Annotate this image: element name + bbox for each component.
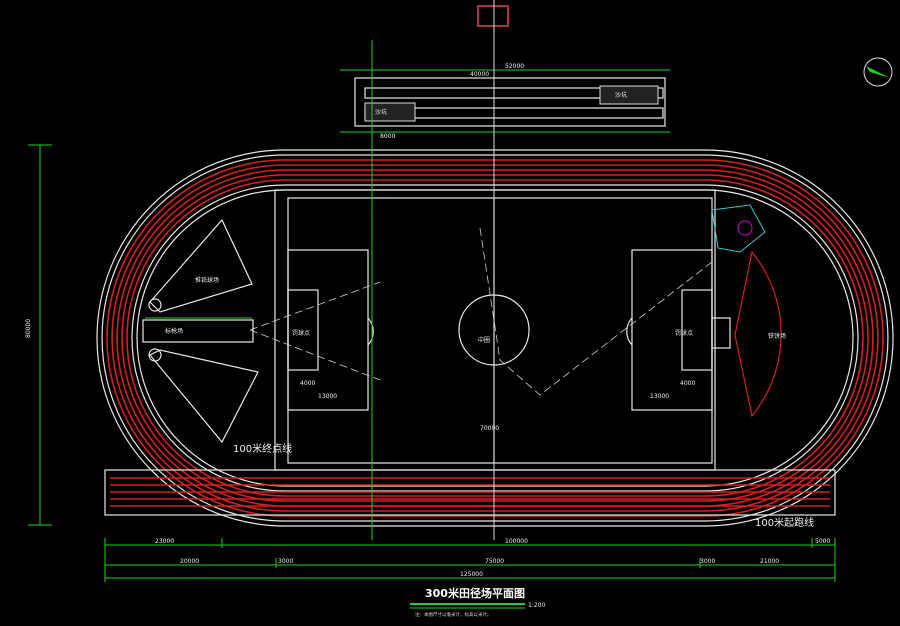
dim-jump-total: 52000: [505, 63, 524, 70]
bottom-dimensions: 23000 100000 5000 20000 3000 75000 3000 …: [104, 538, 836, 582]
dim-penalty-right: 13000: [650, 393, 669, 400]
sand-pit-left-label: 沙坑: [375, 108, 387, 116]
dim-jump-runway: 40000: [470, 71, 489, 78]
penalty-left-label: 罚球点: [292, 329, 310, 337]
dim-b1-2: 5000: [815, 538, 830, 545]
penalty-right-label: 罚球点: [675, 329, 693, 337]
javelin-label: 标枪场: [165, 327, 183, 335]
jump-area: [340, 5, 670, 133]
dim-b2-2: 75000: [485, 558, 504, 565]
north-arrow-icon: [863, 57, 893, 87]
drawing-scale: 1:200: [528, 602, 545, 609]
dim-b2-4: 21000: [760, 558, 779, 565]
dim-b2-0: 20000: [180, 558, 199, 565]
dim-penalty-left: 13000: [318, 393, 337, 400]
dim-left-total: 80000: [25, 319, 32, 338]
left-dimension: 80000: [25, 144, 52, 526]
dim-b1-0: 23000: [155, 538, 174, 545]
start-line-label: 100米起跑线: [755, 516, 814, 529]
dim-b2-3: 3000: [700, 558, 715, 565]
dim-goal-left: 4000: [300, 380, 315, 387]
dim-total: 125000: [460, 571, 483, 578]
throwing-sectors-left: [142, 218, 259, 444]
dim-goal-right: 4000: [680, 380, 695, 387]
drawing-title: 300米田径场平面图: [425, 586, 525, 600]
dim-b2-1: 3000: [278, 558, 293, 565]
dim-b1-1: 100000: [505, 538, 528, 545]
title-block: 300米田径场平面图 1:200 注：本图尺寸以毫米计，标高以米计。: [410, 586, 545, 618]
dim-field-width: 70000: [480, 425, 499, 432]
shot-put-label: 推铅球场: [195, 276, 219, 284]
discus-label: 铁饼场: [768, 332, 786, 340]
center-circle-label: 中圈: [478, 336, 490, 344]
drawing-note: 注：本图尺寸以毫米计，标高以米计。: [415, 611, 492, 618]
finish-line-label: 100米终点线: [233, 442, 292, 455]
throwing-sector-right: [711, 204, 782, 418]
dim-pit-len: 8000: [380, 133, 395, 140]
sand-pit-right-label: 沙坑: [615, 91, 627, 99]
straightaway: [104, 469, 836, 516]
